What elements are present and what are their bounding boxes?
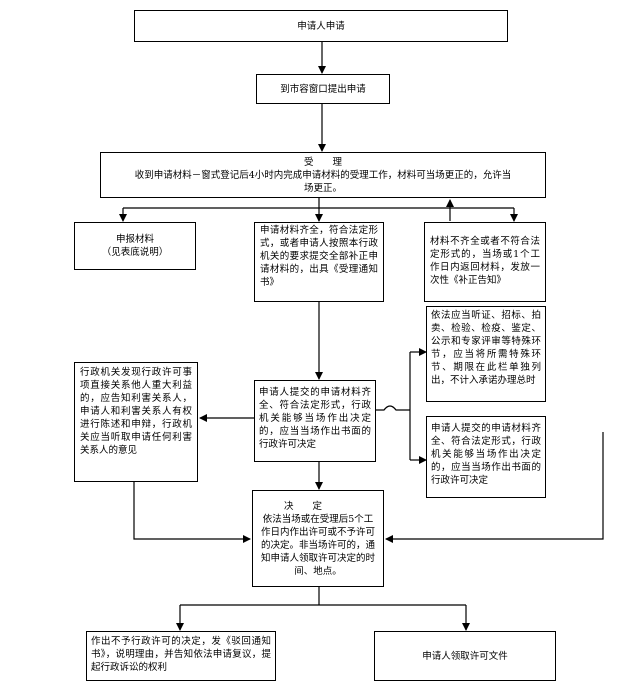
center-decide-box: 申请人提交的申请材料齐全、符合法定形式，行政机关能够当场作出决定的，应当当场作出… <box>254 380 376 462</box>
complete-materials-text: 申请材料齐全，符合法定形式，或者申请人按照本行政机关的要求提交全部补正申请材料的… <box>260 225 378 288</box>
collect-box: 申请人领取许可文件 <box>374 631 556 681</box>
report-materials-box: 申报材料 （见表底说明） <box>74 222 196 270</box>
special-steps-box: 依法应当听证、招标、拍卖、检验、检疫、鉴定、公示和专家评审等特殊环节，应当将所需… <box>426 306 546 402</box>
incomplete-materials-text: 材料不齐全或者不符合法定形式的，当场或1个工作日内返回材料，发放一次性《补正告知… <box>430 236 540 286</box>
accept-box: 受 理 收到申请材料－窗式登记后4小时内完成申请材料的受理工作，材料可当场更正的… <box>100 152 546 198</box>
apply-box: 申请人申请 <box>134 10 508 42</box>
reject-box: 作出不予行政许可的决定，发《驳回通知书》，说明理由，并告知依法申请复议，提起行政… <box>86 631 276 681</box>
apply-label: 申请人申请 <box>297 20 345 32</box>
collect-label: 申请人领取许可文件 <box>422 650 508 662</box>
line-center-to-right-branch <box>376 405 410 411</box>
accept-title: 受 理 <box>303 156 342 168</box>
submit-box: 到市容窗口提出申请 <box>256 74 390 104</box>
right-decide-text: 申请人提交的申请材料齐全、符合法定形式，行政机关能够当场作出决定的，应当当场作出… <box>431 423 541 486</box>
incomplete-materials-box: 材料不齐全或者不符合法定形式的，当场或1个工作日内返回材料，发放一次性《补正告知… <box>424 222 546 302</box>
special-steps-text: 依法应当听证、招标、拍卖、检验、检疫、鉴定、公示和专家评审等特殊环节，应当将所需… <box>431 310 541 386</box>
decision-body: 依法当场或在受理后5个工作日内作出许可或不予许可的决定。非当场许可的，通知申请人… <box>260 513 375 577</box>
arrow-right-decide-to-decision <box>385 432 604 543</box>
center-decide-text: 申请人提交的申请材料齐全、符合法定形式，行政机关能够当场作出决定的，应当当场作出… <box>259 387 371 450</box>
submit-label: 到市容窗口提出申请 <box>280 83 366 95</box>
report-materials-title: 申报材料 <box>115 234 154 245</box>
interest-hearing-box: 行政机关发现行政许可事项直接关系他人重大利益的，应告知利害关系人，申请人和利害关… <box>74 362 198 482</box>
complete-materials-box: 申请材料齐全，符合法定形式，或者申请人按照本行政机关的要求提交全部补正申请材料的… <box>254 222 384 302</box>
decision-title: 决 定 <box>283 500 322 512</box>
right-decide-box: 申请人提交的申请材料齐全、符合法定形式，行政机关能够当场作出决定的，应当当场作出… <box>426 416 546 498</box>
accept-body: 收到申请材料－窗式登记后4小时内完成申请材料的受理工作，材料可当场更正的，允许当… <box>134 169 512 194</box>
decision-box: 决 定 依法当场或在受理后5个工作日内作出许可或不予许可的决定。非当场许可的，通… <box>252 490 384 587</box>
report-materials-note: （见表底说明） <box>101 247 169 258</box>
reject-text: 作出不予行政许可的决定，发《驳回通知书》，说明理由，并告知依法申请复议，提起行政… <box>91 636 271 673</box>
arrow-interest-to-decision <box>133 482 251 543</box>
interest-hearing-text: 行政机关发现行政许可事项直接关系他人重大利益的，应告知利害关系人，申请人和利害关… <box>80 367 192 456</box>
